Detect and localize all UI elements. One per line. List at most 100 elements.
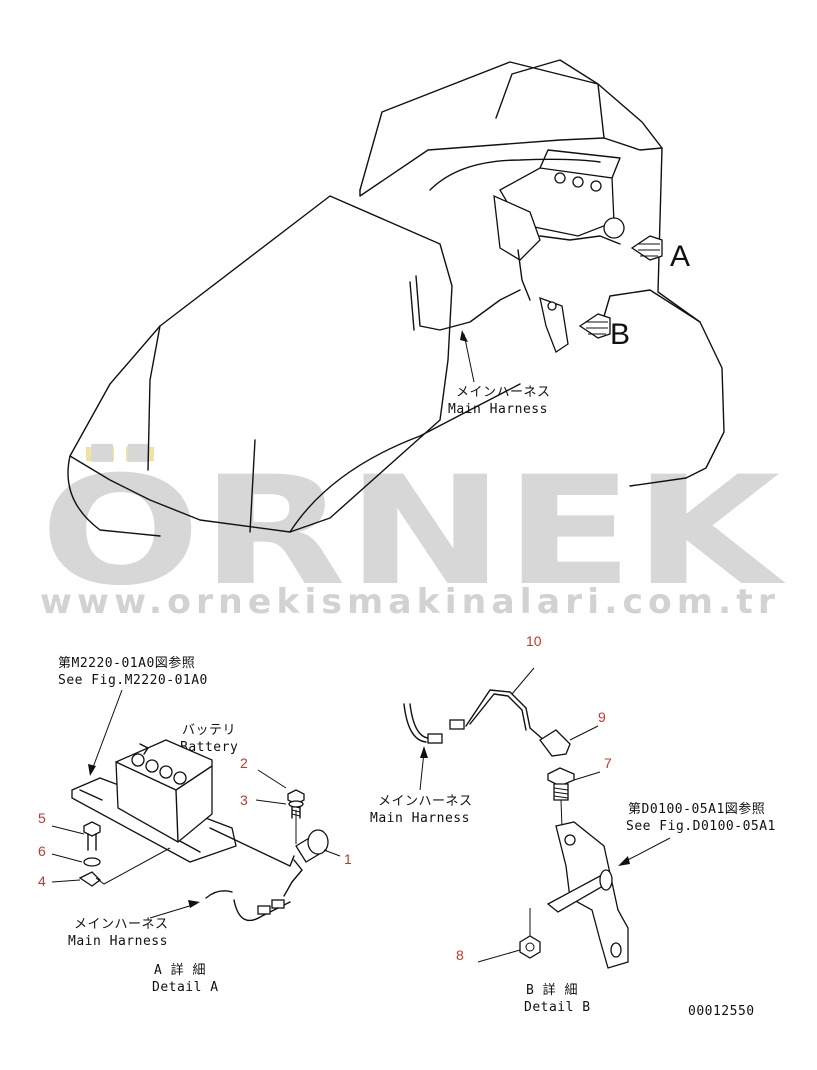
detail-b-harness-wire xyxy=(403,703,427,743)
detail-b-harness-wire-2 xyxy=(409,703,429,739)
bracket-rod-end xyxy=(599,869,613,891)
callout-10: 10 xyxy=(526,633,542,649)
detail-a-harness-en: Main Harness xyxy=(68,934,168,949)
drawing-number: 00012550 xyxy=(688,1004,755,1019)
detail-a-harness-end xyxy=(205,890,233,899)
detail-a-title-jp: A 詳 細 xyxy=(154,962,206,978)
detail-a-connector-1 xyxy=(257,905,271,915)
part-5-bolt-head xyxy=(83,821,101,837)
machine-front-edge xyxy=(147,325,161,471)
battery-cap-1 xyxy=(131,753,145,767)
detail-b-harness-jp: メインハーネス xyxy=(378,794,473,809)
bracket-hole xyxy=(564,834,576,846)
callout-8-leader xyxy=(477,949,521,963)
callout-3: 3 xyxy=(240,792,248,808)
part-2-bolt-head xyxy=(287,789,305,805)
detail-a-bracket xyxy=(209,827,295,867)
callout-9: 9 xyxy=(598,709,606,725)
part-10-harness-2 xyxy=(469,693,527,731)
detail-a-harness xyxy=(233,899,291,922)
detail-a-harness-jp: メインハーネス xyxy=(74,917,169,932)
detail-b-ref-jp: 第D0100-05A1図参照 xyxy=(628,801,765,817)
callout-3-leader xyxy=(255,799,287,805)
part-8-nut-hole xyxy=(525,942,535,952)
detail-a-install-line xyxy=(95,847,171,885)
callout-2: 2 xyxy=(240,755,248,771)
machine-rear-outline xyxy=(359,61,725,487)
overview-battery-bracket xyxy=(493,194,541,261)
detail-b-title-en: Detail B xyxy=(524,1000,591,1015)
callout-2-leader xyxy=(257,769,287,789)
callout-4: 4 xyxy=(38,873,46,889)
callout-5-leader xyxy=(51,825,85,835)
detail-b-harness-en: Main Harness xyxy=(370,811,470,826)
part-5-bolt-shank xyxy=(87,833,97,851)
battery-label-en: Battery xyxy=(180,740,238,755)
machine-track-curve xyxy=(289,383,521,533)
battery-cap-3 xyxy=(159,765,173,779)
callout-7: 7 xyxy=(604,755,612,771)
machine-top-edge xyxy=(359,137,663,197)
detail-a-title-en: Detail A xyxy=(152,980,219,995)
view-a-arrow-hatch xyxy=(638,243,660,257)
overview-battery-cap-2 xyxy=(572,176,584,188)
detail-a-harness-leader xyxy=(149,903,197,919)
watermark-umlaut-dot-right xyxy=(126,447,154,461)
machine-counterweight xyxy=(495,59,605,139)
overview-drop-cable xyxy=(517,249,531,301)
bracket-mount-hole xyxy=(610,942,622,958)
part-7-install-line xyxy=(560,799,563,829)
machine-hood-curve xyxy=(429,158,601,191)
detail-b-harness-arrow xyxy=(420,746,428,758)
overview-harness-clip xyxy=(409,281,415,331)
detail-b: 第D0100-05A1図参照 See Fig.D0100-05A1 メインハーネ… xyxy=(370,633,775,1015)
detail-a: 第M2220-01A0図参照 See Fig.M2220-01A0 バッテリ B… xyxy=(38,655,352,995)
overview-battery-top xyxy=(539,149,621,179)
part-6-washer xyxy=(83,857,101,867)
overview-harness-leader-arrow xyxy=(460,330,468,342)
watermark: ÖRNEK www.ornekismakinalari.com.tr xyxy=(40,443,786,622)
callout-5: 5 xyxy=(38,810,46,826)
callout-10-leader xyxy=(511,667,535,695)
callout-1-leader xyxy=(323,849,341,857)
callout-6: 6 xyxy=(38,843,46,859)
view-a-arrow xyxy=(630,235,663,261)
detail-a-ref-arrow xyxy=(88,764,96,776)
callout-7-leader xyxy=(573,771,601,781)
overview-switch xyxy=(547,301,557,311)
part-1-relay-lead xyxy=(283,859,303,897)
battery-tray-details xyxy=(79,789,201,853)
overview-harness-label-jp: メインハーネス xyxy=(456,385,551,400)
watermark-brand: ÖRNEK xyxy=(40,443,786,619)
detail-b-ref-leader xyxy=(623,837,671,863)
overview-switch-bracket xyxy=(539,296,569,353)
machine-step-line xyxy=(249,439,256,533)
overview-battery-cap-3 xyxy=(590,180,602,192)
detail-a-ref-leader xyxy=(91,689,123,771)
overview-battery-cable xyxy=(539,235,621,245)
part-3-washer xyxy=(288,800,304,808)
overview-harness-leader xyxy=(463,333,475,383)
part-4-clip xyxy=(78,871,101,887)
callout-4-leader xyxy=(51,879,81,883)
battery-edges xyxy=(115,761,213,843)
overview-relay xyxy=(603,217,625,239)
detail-a-connector-2 xyxy=(271,899,285,909)
part-8-nut xyxy=(519,935,541,959)
detail-b-harness-leader xyxy=(419,751,425,791)
view-b-arrow-hatch xyxy=(586,321,608,335)
part-9-boot xyxy=(539,729,571,757)
detail-a-harness-arrow xyxy=(188,900,200,908)
part-10-connector xyxy=(449,719,465,730)
part-10-harness xyxy=(465,689,547,743)
callout-8: 8 xyxy=(456,947,464,963)
overview-battery-cap-1 xyxy=(554,172,566,184)
overview-harness xyxy=(415,275,521,331)
overview-harness-label-en: Main Harness xyxy=(448,402,548,417)
machine-front-body xyxy=(69,195,453,533)
view-b-arrow xyxy=(578,313,611,339)
battery-cap-2 xyxy=(145,759,159,773)
callout-9-leader xyxy=(569,725,599,741)
